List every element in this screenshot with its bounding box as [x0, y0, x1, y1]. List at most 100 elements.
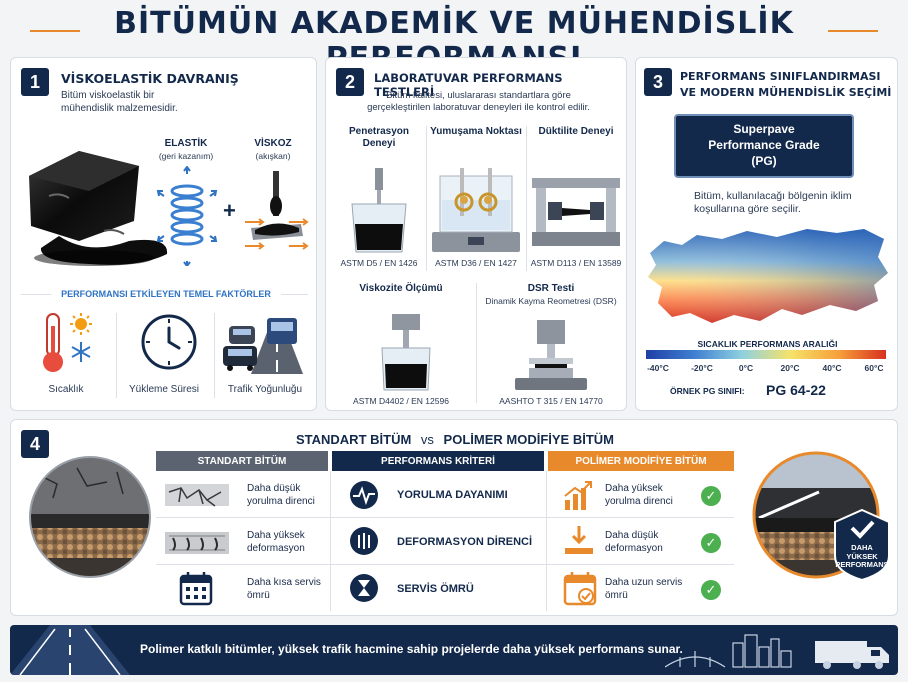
scale-tick: 0°C: [738, 363, 754, 373]
deformation-shield-icon: [350, 527, 378, 555]
divider: [281, 294, 308, 295]
viscous-label: VİSKOZ: [254, 138, 292, 149]
section-heading: VİSKOELASTİK DAVRANIŞ: [61, 71, 239, 86]
row-standard-service-life: Daha kısa servis ömrü: [247, 577, 321, 601]
scale-tick: 20°C: [780, 363, 800, 373]
badge-line3: (PG): [751, 154, 777, 168]
check-icon: ✓: [701, 580, 721, 600]
section-number: 1: [21, 68, 49, 96]
divider: [526, 126, 527, 271]
col-header-standard: STANDART BİTÜM: [156, 451, 328, 471]
test-name-softening: Yumuşama Noktası: [430, 126, 522, 137]
performance-seal-shape: [834, 508, 890, 582]
viscometer-image: [381, 314, 431, 391]
calendar-check-icon: [563, 572, 597, 606]
test-subtitle-dsr: Dinamik Kayma Reometresi (DSR): [485, 296, 617, 306]
footer-banner: Polimer katkılı bitümler, yüksek trafik …: [10, 625, 898, 675]
scale-tick: 60°C: [864, 363, 884, 373]
temperature-scale-bar: [646, 350, 886, 359]
check-icon: ✓: [701, 533, 721, 553]
factor-loading-time: Yükleme Süresi: [128, 384, 200, 395]
heading-standard: STANDART BİTÜM: [295, 432, 412, 447]
down-arrow-layer-icon: [565, 526, 593, 554]
elastic-label: ELASTİK: [164, 138, 208, 149]
bitumen-block-image: [29, 151, 168, 266]
divider: [476, 283, 477, 403]
section-viscoelastic: 1 VİSKOELASTİK DAVRANIŞ Bitüm viskoelast…: [10, 57, 317, 411]
heading-pmb: POLİMER MODİFİYE BİTÜM: [443, 432, 614, 447]
badge-line2: Performance Grade: [708, 138, 820, 152]
rising-chart-icon: [564, 481, 592, 510]
section-description: Bitüm viskoelastik bir mühendislik malze…: [61, 90, 178, 114]
comparison-heading: STANDART BİTÜM vs POLİMER MODİFİYE BİTÜM: [11, 432, 899, 447]
scale-tick: 40°C: [822, 363, 842, 373]
ductility-apparatus-image: [532, 178, 620, 246]
seal-line: PERFORMANS: [835, 560, 889, 570]
test-standard: ASTM D36 / EN 1427: [435, 258, 517, 268]
row-standard-fatigue: Daha düşük yorulma direnci: [247, 483, 315, 507]
viscous-sublabel: (akışkan): [255, 151, 291, 161]
test-name-viscosity: Viskozite Ölçümü: [359, 283, 443, 294]
seal-line: DAHA: [851, 543, 873, 552]
section-heading-line2: VE MODERN MÜHENDİSLİK SEÇİMİ: [680, 86, 892, 99]
elastic-sublabel: (geri kazanım): [158, 151, 214, 161]
standard-road-section-image: [29, 456, 151, 578]
performance-seal-text: DAHA YÜKSEK PERFORMANS: [831, 543, 893, 570]
climate-map-turkey: [648, 229, 888, 323]
footer-text: Polimer katkılı bitümler, yüksek trafik …: [140, 642, 683, 656]
title-rule-right: [828, 30, 878, 32]
criteria-deformation: DEFORMASYON DİRENCİ: [397, 536, 533, 548]
criteria-service-life: SERVİS ÖMRÜ: [397, 583, 474, 595]
section-heading: LABORATUVAR PERFORMANS TESTLERİ: [374, 71, 563, 99]
traffic-icon: [223, 318, 303, 374]
clock-icon: [141, 314, 197, 370]
test-name-dsr: DSR Testi: [527, 283, 575, 294]
row-standard-deformation: Daha yüksek deformasyon: [247, 530, 305, 554]
section-performance-grade: 3 PERFORMANS SINIFLANDIRMASI VE MODERN M…: [635, 57, 898, 411]
row-pmb-deformation: Daha düşük deformasyon: [605, 530, 663, 554]
col-header-criteria: PERFORMANS KRİTERİ: [332, 451, 544, 471]
scale-tick: -40°C: [647, 363, 669, 373]
dsr-rheometer-image: [515, 320, 587, 390]
example-grade-value: PG 64-22: [766, 382, 826, 398]
test-name-penetration: Penetrasyon Deneyi: [348, 126, 410, 149]
test-standard: ASTM D4402 / EN 12596: [353, 396, 449, 406]
calendar-icon: [179, 572, 213, 606]
divider: [116, 313, 117, 398]
spring-icon: [156, 166, 218, 266]
check-icon: ✓: [701, 486, 721, 506]
highway-icon: [10, 625, 130, 675]
factors-heading: PERFORMANSI ETKİLEYEN TEMEL FAKTÖRLER: [61, 289, 271, 299]
superpave-badge: Superpave Performance Grade (PG): [674, 114, 854, 178]
badge-line1: Superpave: [733, 122, 795, 136]
factor-traffic: Trafik Yoğunluğu: [227, 384, 303, 395]
scale-tick: -20°C: [691, 363, 713, 373]
section-comparison: 4 STANDART BİTÜM vs POLİMER MODİFİYE BİT…: [10, 419, 898, 616]
check-icon: [850, 520, 875, 539]
example-grade-label: ÖRNEK PG SINIFI:: [670, 386, 745, 396]
hourglass-icon: [350, 574, 378, 602]
title-rule-left: [30, 30, 80, 32]
section-description: Bitüm kalitesi, uluslararası standartlar…: [367, 90, 590, 113]
test-name-ductility: Düktilite Deneyi: [538, 126, 614, 137]
city-truck-illustration: [665, 634, 889, 669]
penetration-apparatus-image: [351, 168, 407, 253]
section-number: 3: [644, 68, 672, 96]
col-divider: [330, 471, 331, 611]
test-standard: ASTM D113 / EN 13589: [530, 258, 622, 268]
test-standard: ASTM D5 / EN 1426: [340, 258, 418, 268]
section-heading-line1: PERFORMANS SINIFLANDIRMASI: [680, 70, 881, 83]
ring-and-ball-apparatus-image: [432, 168, 520, 252]
dashpot-icon: [245, 171, 309, 250]
cracked-asphalt-icon: [165, 484, 229, 507]
col-header-pmb: POLİMER MODİFİYE BİTÜM: [548, 451, 734, 471]
section-lab-tests: 2 LABORATUVAR PERFORMANS TESTLERİ Bitüm …: [325, 57, 627, 411]
scale-title: SICAKLIK PERFORMANS ARALIĞI: [697, 339, 838, 349]
row-divider: [156, 564, 734, 565]
section-number: 4: [21, 430, 49, 458]
seal-line: YÜKSEK: [846, 551, 878, 561]
divider: [426, 126, 427, 271]
row-divider: [156, 517, 734, 518]
rutted-asphalt-icon: [165, 532, 229, 554]
section-number: 2: [336, 68, 364, 96]
